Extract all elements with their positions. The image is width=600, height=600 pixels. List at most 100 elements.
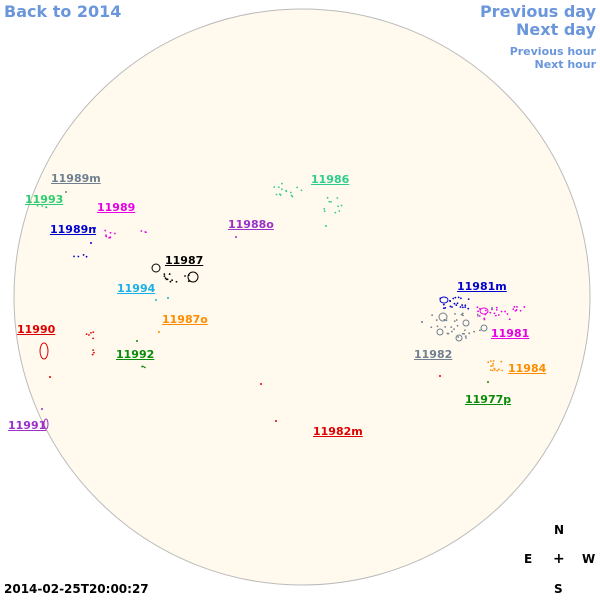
sunspot-dot (92, 349, 95, 352)
region-label-11991[interactable]: 11991 (8, 419, 47, 432)
region-label-11981m[interactable]: 11981m (457, 280, 507, 293)
region-label-11989m[interactable]: 11989m (51, 172, 101, 185)
region-label-11988o[interactable]: 11988o (228, 218, 274, 231)
sunspot-dot (155, 299, 157, 301)
sunspot-dot (487, 381, 489, 383)
sunspot-dot (491, 308, 493, 311)
sunspot-dot (500, 310, 503, 313)
sunspot-dot (168, 273, 171, 275)
sunspot-umbra (480, 324, 488, 332)
sunspot-dot (493, 312, 496, 315)
sunspot-dot (464, 306, 467, 309)
sunspot-dot (460, 313, 463, 316)
sunspot-dot (442, 303, 445, 306)
sunspot-umbra (43, 418, 49, 430)
sunspot-dot (90, 242, 92, 244)
next-day-link[interactable]: Next day (516, 20, 596, 39)
sunspot-dot (163, 273, 166, 276)
region-label-11987[interactable]: 11987 (165, 254, 204, 267)
compass-east: E (524, 552, 533, 566)
sunspot-dot (456, 324, 459, 327)
sunspot-dot (235, 236, 237, 238)
sunspot-dot (467, 307, 470, 310)
sunspot-umbra (479, 307, 489, 315)
sunspot-dot (451, 330, 453, 333)
sunspot-dot (158, 331, 160, 333)
sunspot-dot (453, 320, 456, 323)
sunspot-dot (495, 306, 498, 309)
sunspot-dot (41, 205, 44, 207)
sunspot-dot (171, 279, 173, 282)
sunspot-dot (513, 305, 516, 308)
region-label-11990[interactable]: 11990 (17, 323, 56, 336)
sunspot-umbra (438, 312, 448, 322)
sunspot-dot (105, 234, 107, 237)
region-label-11994[interactable]: 11994 (117, 282, 156, 295)
sunspot-dot (449, 305, 452, 308)
sunspot-dot (462, 314, 464, 317)
sunspot-umbra (436, 328, 444, 336)
sunspot-dot (459, 297, 462, 300)
sunspot-dot (489, 311, 492, 314)
sunspot-dot (334, 211, 337, 214)
sunspot-dot (109, 236, 111, 239)
region-label-11989[interactable]: 11989 (97, 201, 136, 214)
sunspot-dot (483, 318, 486, 321)
sunspot-dot (464, 335, 467, 338)
sunspot-dot (489, 360, 492, 363)
sunspot-dot (504, 310, 506, 313)
sunspot-dot (328, 200, 331, 203)
previous-day-link[interactable]: Previous day (479, 2, 596, 21)
region-label-11989n[interactable]: 11989n (50, 223, 97, 236)
sunspot-dot (330, 200, 332, 203)
sunspot-dot (113, 232, 116, 235)
sunspot-dot (85, 333, 88, 336)
sunspot-dot (498, 368, 500, 371)
sunspot-umbra (462, 319, 470, 327)
sunspot-dot (92, 331, 95, 334)
sunspot-umbra (39, 342, 49, 360)
sunspot-dot (459, 306, 462, 308)
sunspot-dot (461, 304, 464, 306)
sunspot-dot (109, 231, 112, 234)
sunspot-dot (277, 186, 280, 189)
sunspot-dot (484, 309, 487, 312)
region-label-11993[interactable]: 11993 (25, 193, 64, 206)
sunspot-umbra (455, 334, 463, 342)
sunspot-dot (453, 328, 455, 331)
previous-hour-link[interactable]: Previous hour (509, 45, 596, 58)
sunspot-dot (523, 306, 526, 308)
sunspot-dot (516, 306, 518, 308)
sunspot-dot (421, 321, 423, 323)
sunspot-dot (476, 314, 479, 317)
sunspot-dot (167, 297, 169, 299)
sunspot-dot (493, 367, 496, 370)
sunspot-dot (92, 351, 95, 354)
back-to-year-link[interactable]: Back to 2014 (4, 2, 122, 21)
sunspot-dot (36, 204, 39, 207)
sunspot-dot (443, 318, 446, 321)
region-label-11992[interactable]: 11992 (116, 348, 155, 361)
sunspot-dot (445, 319, 448, 322)
sunspot-dot (140, 230, 143, 232)
sunspot-dot (457, 296, 460, 299)
region-label-11981[interactable]: 11981 (491, 327, 530, 340)
region-label-11984[interactable]: 11984 (508, 362, 547, 375)
region-label-11982[interactable]: 11982 (414, 348, 453, 361)
region-label-11982m[interactable]: 11982m (313, 425, 363, 438)
region-label-11986[interactable]: 11986 (311, 173, 350, 186)
sunspot-dot (454, 312, 456, 315)
region-label-11987o[interactable]: 11987o (162, 313, 208, 326)
sunspot-dot (144, 231, 147, 233)
region-label-11977p[interactable]: 11977p (465, 393, 512, 406)
next-hour-link[interactable]: Next hour (534, 58, 597, 71)
sunspot-dot (431, 314, 434, 317)
sunspot-dot (340, 204, 343, 207)
sunspot-dot (73, 255, 75, 258)
sunspot-dot (491, 364, 494, 367)
sunspot-dot (164, 277, 167, 279)
sunspot-dot (260, 383, 262, 385)
sunspot-dot (454, 296, 457, 299)
sunspot-dot (275, 193, 278, 196)
sunspot-dot (281, 188, 283, 191)
